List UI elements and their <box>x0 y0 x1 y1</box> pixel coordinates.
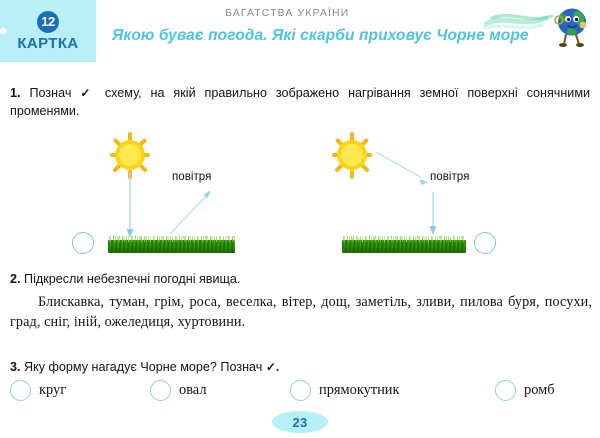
option-label-romb: ромб <box>524 382 555 398</box>
task-1-number: 1. <box>10 86 21 100</box>
option-oval[interactable]: овал <box>150 380 207 401</box>
page-number-badge: 23 <box>272 411 328 433</box>
page-title: Якою буває погода. Які скарби приховує Ч… <box>112 27 529 44</box>
task-2-text: Підкресли небезпечні погодні явища. <box>24 272 241 286</box>
option-label-pryamokutnyk: прямокутник <box>319 382 400 398</box>
ground-grass-left <box>108 236 235 253</box>
option-circle-oval[interactable] <box>150 380 171 401</box>
task-2-number: 2. <box>10 272 21 286</box>
task-3-prompt: 3. Яку форму нагадує Чорне море? Познач … <box>10 358 590 376</box>
globe-mascot-icon <box>554 8 587 47</box>
page-number: 23 <box>292 414 308 430</box>
option-circle-romb[interactable] <box>495 380 516 401</box>
check-mark-icon: ✓ <box>80 86 96 100</box>
section-kicker: БАГАТСТВА УКРАЇНИ <box>225 7 350 19</box>
task-3-options: круг овал прямокутник ромб <box>0 380 600 406</box>
card-label: КАРТКА <box>17 34 79 52</box>
card-badge: 12 КАРТКА <box>0 0 99 65</box>
weather-words: Блискавка, туман, грім, роса, веселка, в… <box>10 294 592 331</box>
card-number: 12 <box>37 10 59 33</box>
green-swoosh-icon <box>484 13 554 30</box>
task-3-number: 3. <box>10 360 21 374</box>
air-label-right: повітря <box>430 170 470 183</box>
answer-circle-left[interactable] <box>72 232 94 254</box>
air-label-left: повітря <box>172 170 212 183</box>
task-1-text-before: Познач <box>29 86 72 100</box>
option-circle-krug[interactable] <box>10 380 31 401</box>
task-3-text: Яку форму нагадує Чорне море? Познач <box>24 360 263 374</box>
sun-icon <box>332 132 372 179</box>
sun-icon <box>110 132 150 179</box>
task-2-prompt: 2. Підкресли небезпечні погодні явища. <box>10 270 590 288</box>
option-romb[interactable]: ромб <box>495 380 555 401</box>
weather-word-list[interactable]: Блискавка, туман, грім, роса, веселка, в… <box>10 292 592 332</box>
option-pryamokutnyk[interactable]: прямокутник <box>290 380 399 401</box>
task-1-prompt: 1. Познач ✓ схему, на якій правильно зоб… <box>10 84 590 121</box>
option-krug[interactable]: круг <box>10 380 66 401</box>
check-mark-icon: ✓. <box>265 360 280 374</box>
ground-grass-right <box>342 236 466 253</box>
answer-circle-right[interactable] <box>474 232 496 254</box>
option-label-krug: круг <box>39 382 67 398</box>
task-1-text-after: схему, на якій правильно зображено нагрі… <box>10 86 591 119</box>
option-circle-pryamokutnyk[interactable] <box>290 380 311 401</box>
diagram-right[interactable]: повітря <box>330 130 575 258</box>
diagram-left[interactable]: повітря <box>60 130 300 258</box>
option-label-oval: овал <box>179 382 207 398</box>
